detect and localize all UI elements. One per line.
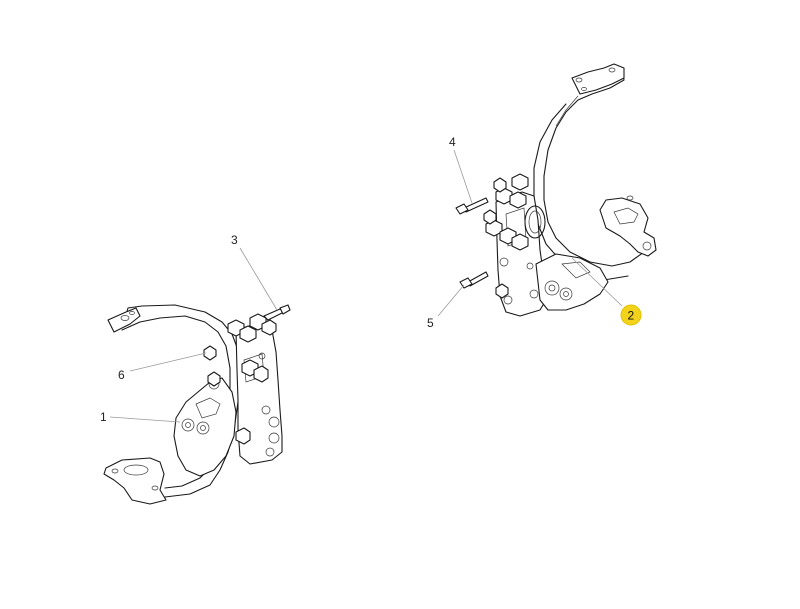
callout-label-4[interactable]: 4 bbox=[449, 135, 456, 149]
bracket-assembly-right bbox=[455, 63, 657, 317]
leader-line-3 bbox=[239, 247, 278, 311]
leader-line-6 bbox=[129, 352, 207, 372]
bracket-right-fasteners bbox=[455, 173, 529, 299]
bracket-left-fasteners bbox=[203, 304, 291, 445]
callout-4[interactable]: 4 bbox=[449, 135, 456, 149]
bracket-assembly-left bbox=[103, 304, 291, 505]
callout-2[interactable]: 2 bbox=[620, 304, 642, 326]
leader-line-4 bbox=[453, 149, 473, 204]
callout-6[interactable]: 6 bbox=[118, 368, 125, 382]
callout-label-1[interactable]: 1 bbox=[100, 410, 107, 424]
callout-label-6[interactable]: 6 bbox=[118, 368, 125, 382]
highlight-circle[interactable] bbox=[620, 304, 642, 326]
callout-label-2[interactable]: 2 bbox=[628, 309, 635, 323]
callout-label-5[interactable]: 5 bbox=[427, 316, 434, 330]
callout-5[interactable]: 5 bbox=[427, 316, 434, 330]
callout-1[interactable]: 1 bbox=[100, 410, 107, 424]
callout-3[interactable]: 3 bbox=[231, 233, 238, 247]
callout-label-3[interactable]: 3 bbox=[231, 233, 238, 247]
leader-lines bbox=[109, 149, 623, 423]
leader-line-5 bbox=[437, 284, 465, 317]
leader-line-2 bbox=[571, 257, 623, 307]
leader-line-1 bbox=[109, 416, 181, 423]
